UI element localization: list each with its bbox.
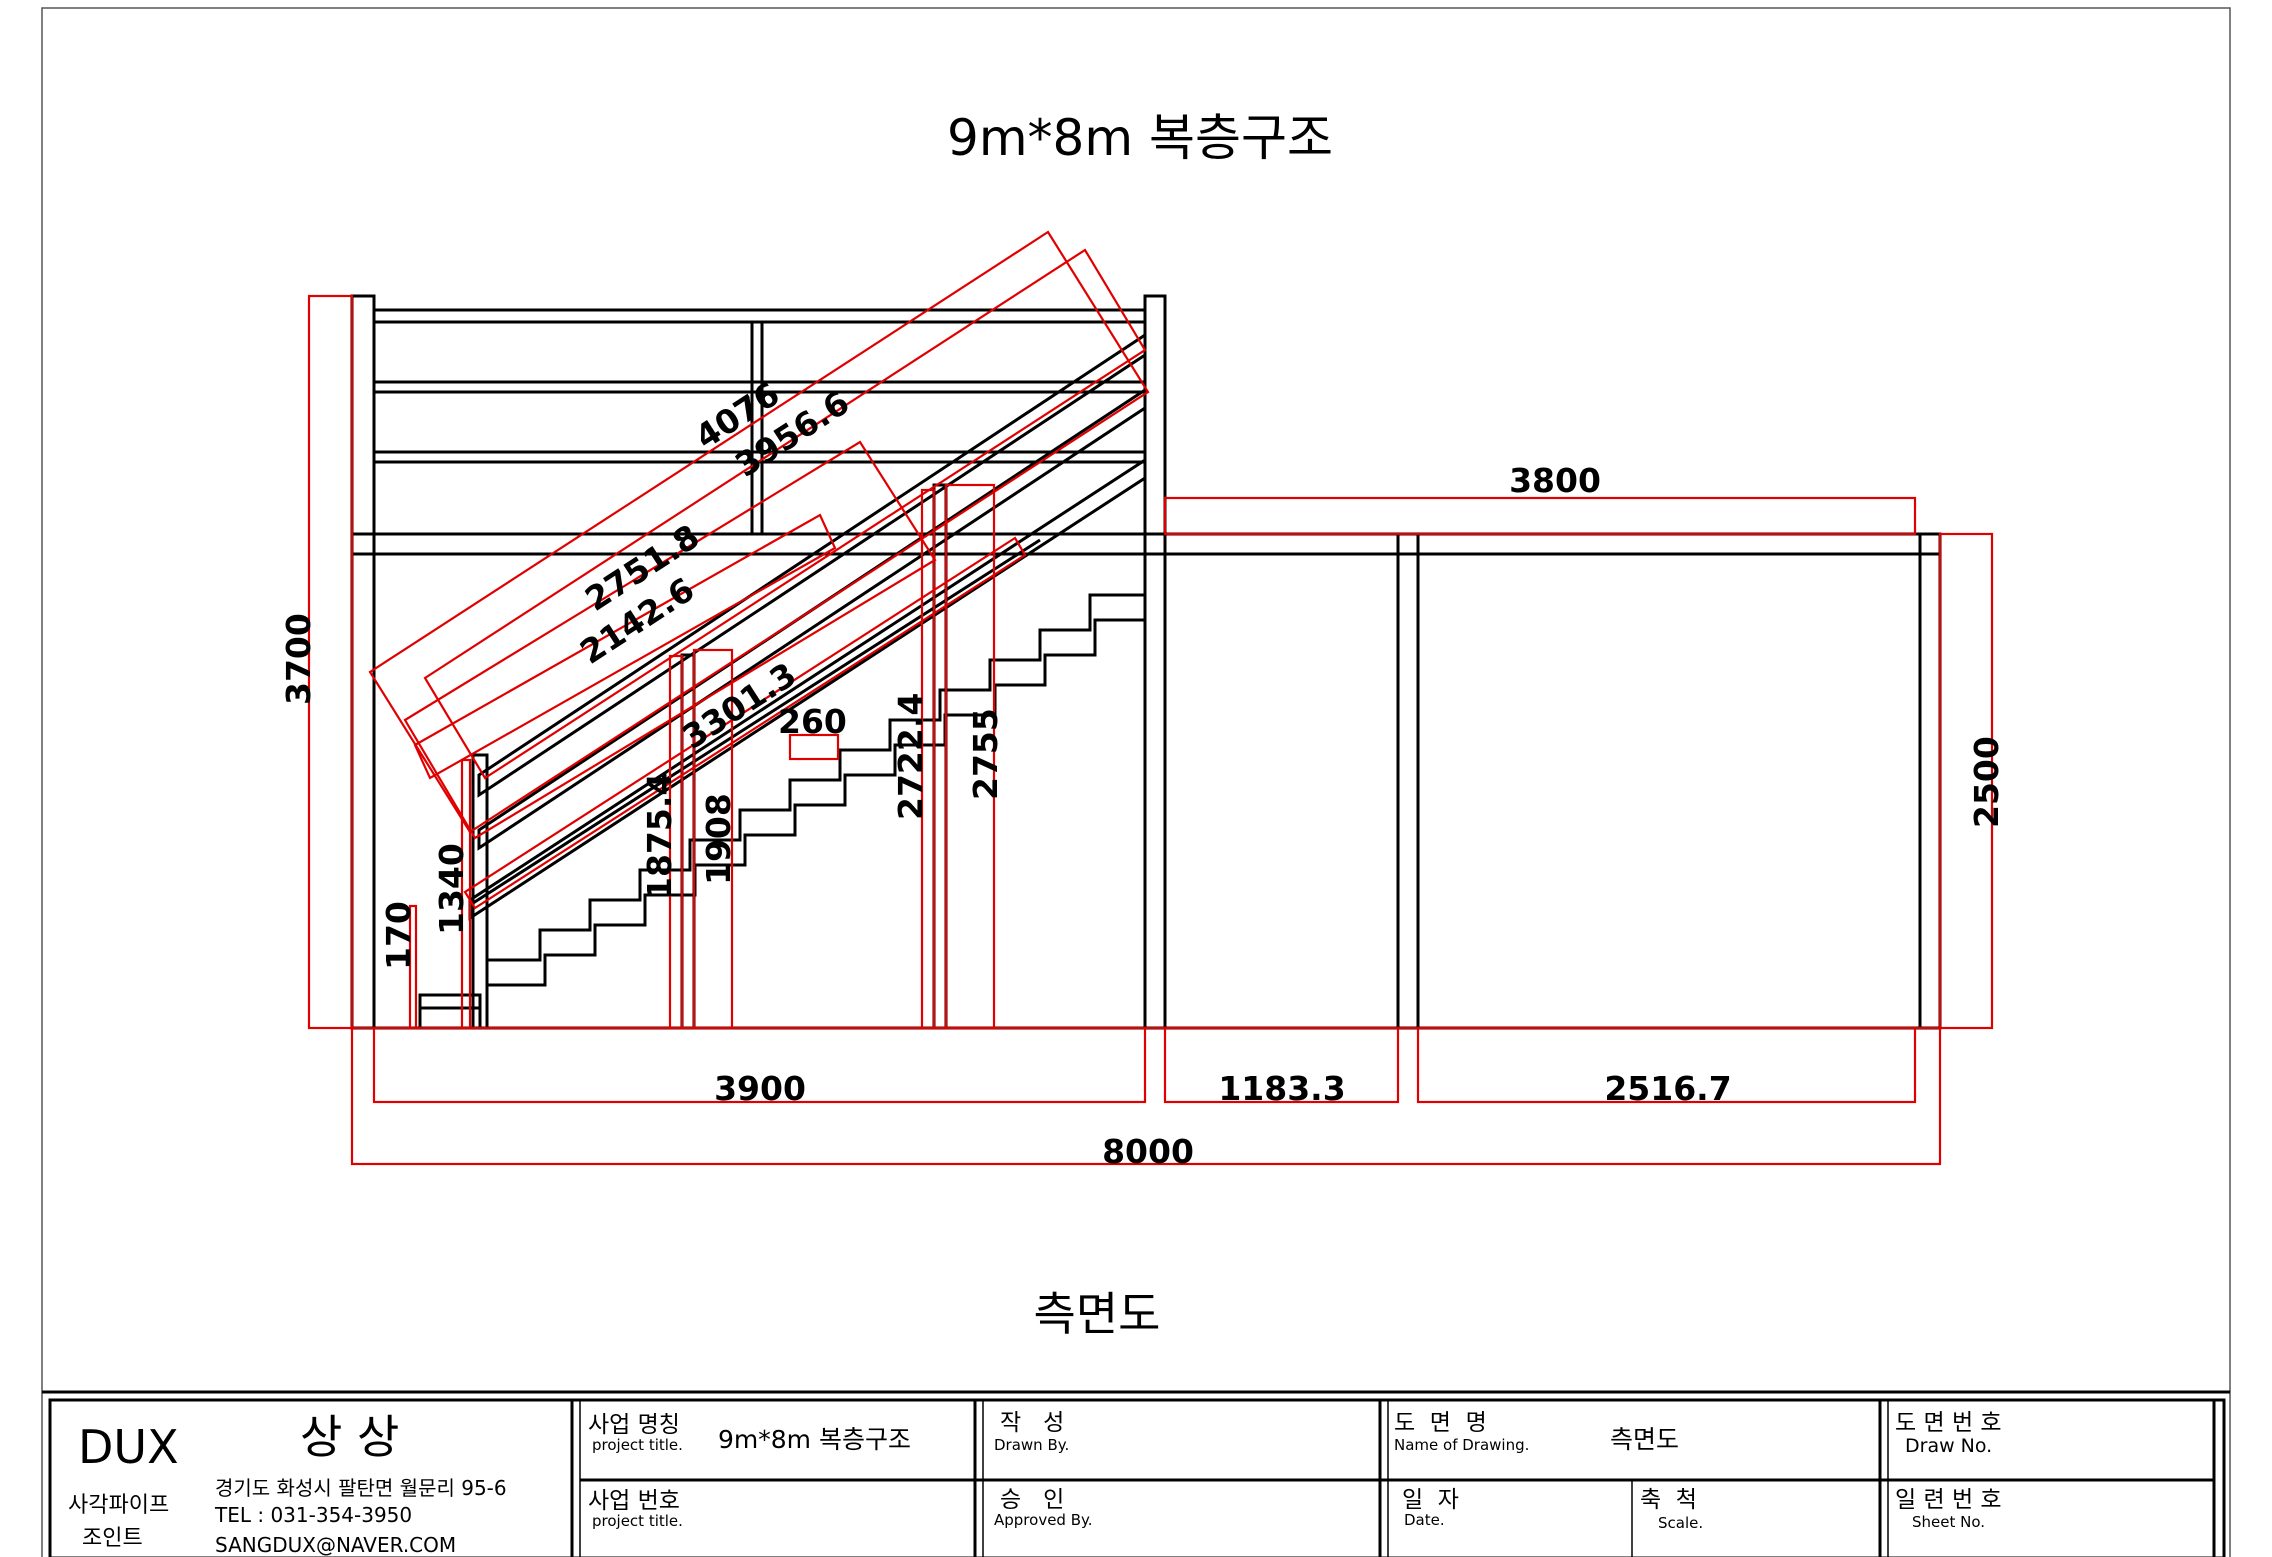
dim-1183-3: 1183.3 — [1218, 1069, 1345, 1108]
left-post-outer — [350, 294, 376, 1030]
company-address: 경기도 화성시 팔탄면 월문리 95-6 — [215, 1476, 507, 1500]
stair-steps-outer — [485, 593, 1145, 1028]
dim-2755: 2755 — [966, 708, 1005, 800]
dim-260: 260 — [778, 702, 847, 741]
company-tel: TEL : 031-354-3950 — [214, 1503, 412, 1527]
sheet-no-label-en: Sheet No. — [1912, 1513, 1985, 1531]
dim-1908-box — [692, 648, 734, 1030]
drawing-name-value: 측면도 — [1610, 1425, 1679, 1454]
project-name-label: 사업 명칭 — [588, 1412, 680, 1438]
dim-260-box — [788, 733, 840, 761]
view-caption: 측면도 — [1034, 1287, 1161, 1341]
dim-2722-4: 2722.4 — [891, 693, 930, 820]
dimension-lines — [307, 230, 1994, 1166]
draw-no-label: 도 면 번 호 — [1895, 1410, 2002, 1436]
dim-170: 170 — [379, 901, 418, 970]
company-name: DUX — [78, 1420, 179, 1474]
dim-1875-4: 1875.4 — [640, 773, 679, 900]
dim-4076-box — [368, 230, 1150, 834]
project-no-label: 사업 번호 — [588, 1488, 680, 1514]
dim-2751-box — [403, 440, 937, 840]
dim-3700: 3700 — [279, 613, 318, 705]
drawn-label-en: Drawn By. — [994, 1436, 1069, 1454]
title-block-text: DUX 상 상 사각파이프 조인트 경기도 화성시 팔탄면 월문리 95-6 T… — [68, 1410, 2002, 1557]
dim-3700-box — [307, 294, 354, 1030]
company-type-1: 사각파이프 — [68, 1493, 169, 1518]
project-name-label-en: project title. — [592, 1436, 683, 1454]
handrail-bottom — [469, 538, 1041, 907]
drawing-name-label: 도 면 명 — [1394, 1410, 1487, 1436]
dim-1340: 1340 — [432, 843, 471, 935]
dim-2516-7: 2516.7 — [1604, 1069, 1731, 1108]
dim-3956-box — [423, 248, 1147, 780]
dim-3301-box — [463, 536, 1027, 910]
sheet-border — [41, 7, 2231, 1557]
dim-8000-box — [350, 1026, 1942, 1166]
dim-2500-box — [1938, 532, 1994, 1030]
title-block — [42, 1390, 2230, 1557]
dim-1908: 1908 — [699, 793, 738, 885]
drawing-title: 9m*8m 복층구조 — [947, 109, 1333, 167]
dimension-labels: 4076 3956.6 2751.8 2142.6 3301.3 260 272… — [279, 374, 2006, 1171]
right-post — [1918, 532, 1942, 1030]
dim-3900: 3900 — [714, 1069, 806, 1108]
handrail-upper — [477, 332, 1147, 798]
date-label-en: Date. — [1404, 1511, 1445, 1529]
center-post-tall — [1143, 294, 1167, 1030]
project-no-label-en: project title. — [592, 1512, 683, 1530]
dim-1340-box — [460, 758, 472, 1030]
dim-1875-box — [668, 654, 684, 1030]
draw-no-label-en: Draw No. — [1905, 1435, 1992, 1457]
stair-post-3 — [932, 483, 948, 1030]
company-type-2: 조인트 — [82, 1526, 143, 1551]
scale-label-en: Scale. — [1658, 1514, 1703, 1532]
dim-2500: 2500 — [1967, 736, 2006, 828]
dim-8000: 8000 — [1102, 1132, 1194, 1171]
company-email: SANGDUX@NAVER.COM — [215, 1533, 456, 1557]
dim-3800: 3800 — [1509, 461, 1601, 500]
date-label: 일 자 — [1402, 1487, 1459, 1513]
project-name-value: 9m*8m 복층구조 — [718, 1425, 911, 1454]
dim-2142-box — [413, 513, 837, 780]
company-name-ko: 상 상 — [300, 1410, 399, 1464]
drawing-name-label-en: Name of Drawing. — [1394, 1436, 1529, 1454]
sheet-no-label: 일 련 번 호 — [1895, 1487, 2002, 1513]
top-rail — [372, 308, 1147, 324]
dim-2755-box — [944, 483, 996, 1030]
dim-3800-box — [1163, 496, 1917, 536]
dim-170-box — [408, 904, 418, 1030]
scale-label: 축 척 — [1640, 1487, 1697, 1513]
drawn-label: 작 성 — [1000, 1410, 1064, 1436]
middle-post — [1396, 532, 1420, 1030]
approved-label-en: Approved By. — [994, 1511, 1093, 1529]
stair-steps-inner — [485, 618, 1145, 1005]
approved-label: 승 인 — [1000, 1487, 1064, 1513]
